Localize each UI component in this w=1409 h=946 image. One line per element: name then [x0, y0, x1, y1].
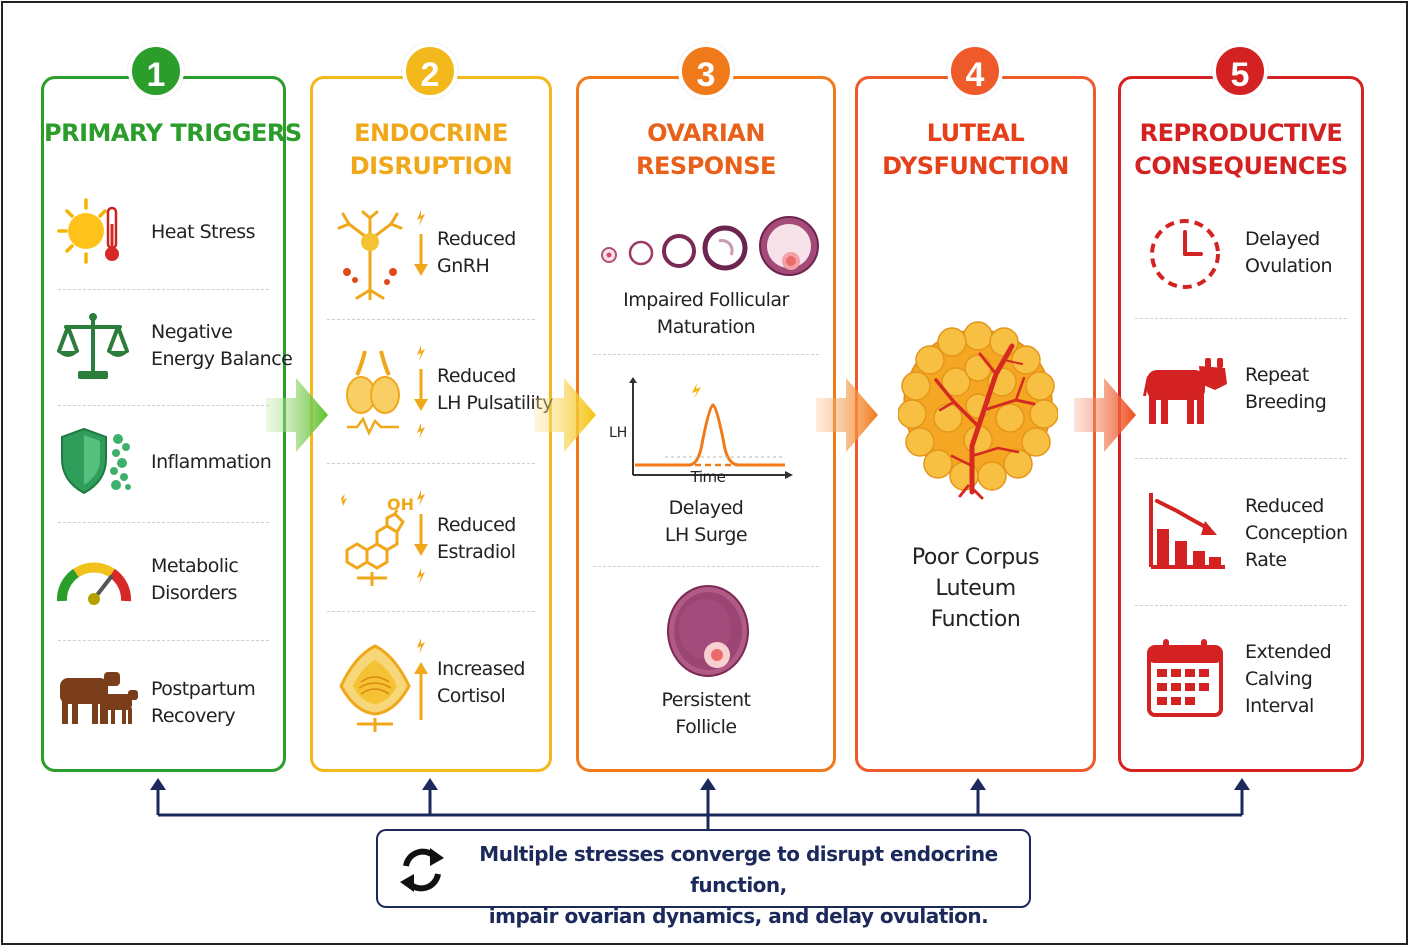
- item-label: Delayed Ovulation: [1245, 228, 1333, 277]
- neuron-icon: [337, 210, 403, 300]
- clock-icon: [1150, 219, 1220, 289]
- chart-ylabel: LH: [609, 425, 627, 441]
- arrow-3-to-4: [816, 378, 878, 452]
- list-item-heat-stress: Heat Stress: [44, 191, 283, 291]
- follicles-icon: [601, 216, 819, 276]
- column-primary-triggers: PRIMARY TRIGGERS Heat Stress: [41, 76, 302, 772]
- summary-box: Multiple stresses converge to disrupt en…: [376, 829, 1031, 928]
- column-title: ENDOCRINE DISRUPTION: [349, 119, 513, 180]
- step-badge-1: 1: [128, 43, 184, 99]
- sun-thermometer-icon: [57, 198, 119, 264]
- step-badge-3: 3: [678, 43, 734, 99]
- step-badge-2: 2: [402, 43, 458, 99]
- column-endocrine-disruption: ENDOCRINE DISRUPTION Reduced GnRH: [310, 76, 553, 772]
- pituitary-icon: [346, 350, 400, 436]
- item-label: Poor Corpus Luteum Function: [911, 545, 1040, 632]
- cycle-arrows-icon: [400, 848, 444, 892]
- divider: [58, 405, 269, 406]
- divider: [327, 611, 535, 612]
- item-label: Reduced Conception Rate: [1245, 495, 1348, 571]
- list-item-lh-pulsatility: Reduced LH Pulsatility: [313, 337, 553, 457]
- summary-line-2: impair ovarian dynamics, and delay ovula…: [488, 904, 989, 928]
- cow-calf-icon: [60, 672, 138, 724]
- item-label: Delayed LH Surge: [664, 497, 748, 546]
- persistent-follicle-icon: [667, 585, 749, 677]
- item-label: Reduced Estradiol: [437, 514, 516, 563]
- arrow-4-to-5: [1074, 378, 1136, 452]
- shield-icon: [61, 427, 131, 495]
- column-luteal-dysfunction: LUTEAL DYSFUNCTION: [855, 76, 1096, 772]
- down-arrow-icon: [414, 345, 428, 439]
- item-label: Reduced LH Pulsatility: [437, 365, 553, 414]
- declining-bars-icon: [1149, 493, 1225, 569]
- item-label: Extended Calving Interval: [1245, 641, 1332, 717]
- steroid-molecule-icon: OH: [341, 494, 413, 586]
- scale-icon: [57, 313, 129, 379]
- item-label: Reduced GnRH: [437, 228, 516, 277]
- list-item-calving-interval: Extended Calving Interval: [1121, 627, 1361, 747]
- svg-text:OH: OH: [387, 495, 413, 514]
- item-label: Postpartum Recovery: [151, 678, 256, 727]
- column-ovarian-response: OVARIAN RESPONSE Impaired Follicular Mat…: [576, 76, 836, 772]
- arrow-2-to-3: [534, 378, 596, 452]
- list-item-delayed-ovulation: Delayed Ovulation: [1121, 204, 1361, 319]
- item-label: Negative Energy Balance: [151, 321, 293, 370]
- column-title: REPRODUCTIVE CONSEQUENCES: [1134, 119, 1348, 180]
- down-arrow-icon: [414, 490, 428, 584]
- divider: [327, 463, 535, 464]
- item-label: Heat Stress: [151, 221, 256, 243]
- divider: [593, 354, 819, 355]
- column-reproductive-consequences: REPRODUCTIVE CONSEQUENCES Delayed Ovulat…: [1118, 76, 1364, 772]
- list-item-inflammation: Inflammation: [44, 419, 283, 519]
- divider: [58, 522, 269, 523]
- divider: [58, 289, 269, 290]
- item-label: Repeat Breeding: [1245, 364, 1327, 413]
- list-item-persistent-follicle: Persistent Follicle: [579, 579, 833, 759]
- summary-line-1: Multiple stresses converge to disrupt en…: [479, 842, 998, 897]
- list-item-repeat-breeding: Repeat Breeding: [1121, 344, 1361, 454]
- column-title: OVARIAN RESPONSE: [636, 119, 776, 180]
- item-label: Persistent Follicle: [661, 689, 752, 738]
- divider: [58, 640, 269, 641]
- list-item-negative-energy: Negative Energy Balance: [44, 301, 293, 401]
- list-item-metabolic: Metabolic Disorders: [44, 537, 283, 637]
- item-label: Metabolic Disorders: [151, 555, 239, 604]
- column-title: PRIMARY TRIGGERS: [44, 119, 302, 147]
- list-item-conception-rate: Reduced Conception Rate: [1121, 479, 1361, 609]
- divider: [1135, 458, 1347, 459]
- lh-curve-icon: LH: [609, 377, 793, 479]
- list-item-estradiol: OH Reduced Estradiol: [313, 484, 549, 604]
- gauge-icon: [57, 562, 131, 605]
- calendar-icon: [1147, 639, 1223, 717]
- summary-text: Multiple stresses converge to disrupt en…: [458, 839, 1019, 932]
- divider: [327, 319, 535, 320]
- item-label: Impaired Follicular Maturation: [623, 289, 789, 338]
- list-item-cortisol: Increased Cortisol: [313, 634, 549, 744]
- arrow-1-to-2: [266, 378, 328, 452]
- list-item-corpus-luteum: Poor Corpus Luteum Function: [858, 304, 1093, 644]
- divider: [1135, 605, 1347, 606]
- chart-xlabel: Time: [690, 468, 726, 486]
- step-badge-4: 4: [947, 43, 1003, 99]
- cow-icon: [1143, 358, 1227, 424]
- adrenal-gland-icon: [339, 644, 411, 732]
- list-item-lh-surge: LH Time Delayed LH Surge: [579, 369, 833, 554]
- corpus-luteum-icon: [898, 321, 1058, 500]
- down-arrow-icon: [414, 210, 428, 276]
- list-item-gnrh: Reduced GnRH: [313, 204, 549, 314]
- divider: [1135, 318, 1347, 319]
- up-arrow-icon: [414, 638, 428, 720]
- list-item-postpartum: Postpartum Recovery: [44, 654, 283, 754]
- list-item-follicular-maturation: Impaired Follicular Maturation: [579, 209, 833, 349]
- item-label: Inflammation: [151, 451, 272, 473]
- step-badge-5: 5: [1212, 43, 1268, 99]
- column-title: LUTEAL DYSFUNCTION: [882, 119, 1069, 180]
- item-label: Increased Cortisol: [437, 658, 525, 707]
- divider: [593, 566, 819, 567]
